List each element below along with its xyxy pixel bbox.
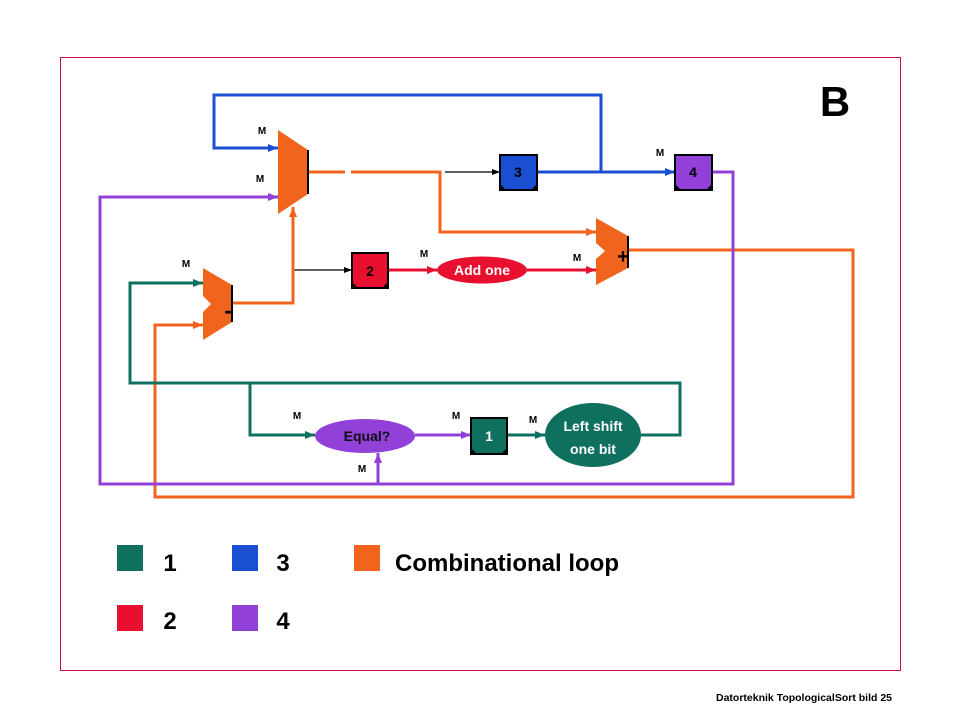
left-shift-input-m-label: M <box>529 415 537 426</box>
legend-item: 4 <box>232 605 290 635</box>
multiplexer-body <box>278 130 308 214</box>
legend: 1 3 Combinational loop 2 4 <box>117 545 619 635</box>
equal-bottom-input-m-label: M <box>358 464 366 475</box>
adder: + <box>596 218 629 285</box>
legend-swatch-teal <box>117 545 143 571</box>
subtractor-input-m-label: M <box>182 259 190 270</box>
left-shift-label-line1: Left shift <box>563 418 622 434</box>
register-2: 2 <box>351 252 389 289</box>
wire-mux-to-adder <box>351 170 596 236</box>
legend-label: Combinational loop <box>395 550 619 577</box>
subtractor: - <box>203 268 233 340</box>
register-4-box <box>674 154 713 191</box>
legend-swatch-purple <box>232 605 258 631</box>
legend-item: 3 <box>232 545 290 577</box>
legend-label: 2 <box>163 608 176 635</box>
register-1-label: 1 <box>485 428 493 444</box>
wire-adder-to-subtractor <box>153 248 855 499</box>
legend-item: 1 <box>117 545 177 577</box>
equal-label: Equal? <box>344 428 391 444</box>
mux-bottom-input-m-label: M <box>256 174 264 185</box>
legend-label: 3 <box>276 550 289 577</box>
register-1-clock-right <box>501 447 508 454</box>
register-2-clock-right <box>382 281 389 288</box>
left-shift-node: Left shift one bit <box>545 403 641 467</box>
register-4-clock-right <box>706 183 713 190</box>
wire-left-shift-to-equal <box>248 383 315 439</box>
equal-input-m-label: M <box>293 411 301 422</box>
register-1-box <box>470 417 508 455</box>
register-3-box <box>499 154 538 191</box>
add-one-ellipse <box>437 256 527 284</box>
adder-input-m-label: M <box>573 253 581 264</box>
register-3-clock-left <box>499 183 506 190</box>
register-3-label: 3 <box>514 164 522 180</box>
legend-swatch-blue <box>232 545 258 571</box>
legend-label: 4 <box>276 608 290 635</box>
equal-node: Equal? <box>315 419 415 453</box>
slide-footer: Datorteknik TopologicalSort bild 25 <box>716 692 892 704</box>
add-one-input-m-label: M <box>420 249 428 260</box>
add-one-label: Add one <box>454 262 510 278</box>
register-3: 3 <box>499 154 538 191</box>
multiplexer <box>278 130 309 214</box>
legend-item: Combinational loop <box>354 545 619 577</box>
left-shift-label-line2: one bit <box>570 441 616 457</box>
register-4-clock-left <box>674 183 681 190</box>
legend-item: 2 <box>117 605 177 635</box>
reg1-input-m-label: M <box>452 411 460 422</box>
register-4-label: 4 <box>689 164 697 180</box>
wire-subtractor-to-mux-select <box>232 207 297 305</box>
subtractor-sign: - <box>224 298 231 323</box>
legend-label: 1 <box>163 550 176 577</box>
legend-swatch-red <box>117 605 143 631</box>
register-2-box <box>351 252 389 289</box>
subtractor-body <box>203 268 232 340</box>
register-3-clock-right <box>531 183 538 190</box>
legend-swatch-orange <box>354 545 380 571</box>
slide-frame <box>60 57 901 671</box>
adder-sign: + <box>617 246 629 268</box>
adder-body <box>596 218 628 285</box>
mux-top-input-m-label: M <box>258 126 266 137</box>
register-1: 1 <box>470 417 508 455</box>
register-2-clock-left <box>351 281 358 288</box>
wire-left-shift-to-subtractor <box>128 279 682 437</box>
add-one-node: Add one <box>437 256 527 284</box>
wire-reg4-to-mux <box>98 170 735 486</box>
equal-ellipse <box>315 419 415 453</box>
register-2-label: 2 <box>366 263 374 279</box>
wire-reg3-feedback-to-mux <box>212 93 603 172</box>
left-shift-ellipse <box>545 403 641 467</box>
reg4-input-m-label: M <box>656 148 664 159</box>
register-1-clock-left <box>470 447 477 454</box>
register-4: 4 <box>674 154 713 191</box>
slide-letter: B <box>820 78 850 125</box>
